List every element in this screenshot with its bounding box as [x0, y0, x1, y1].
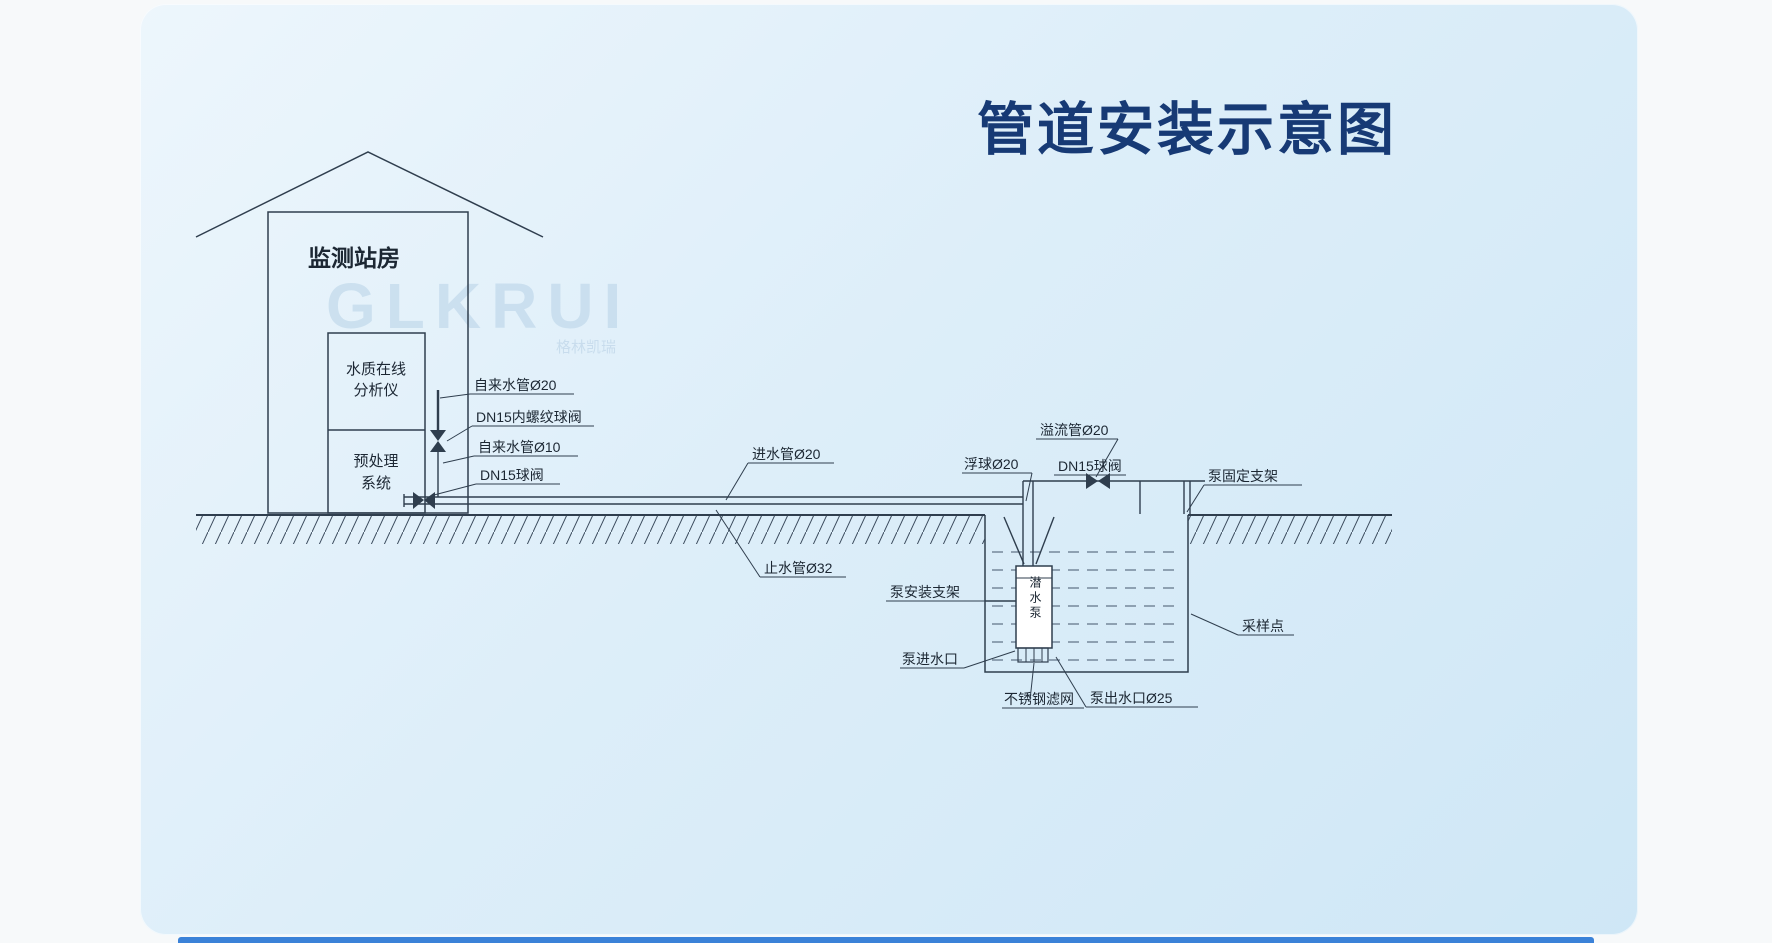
- valve-symbols: [413, 430, 1110, 509]
- diagram-panel: [140, 4, 1638, 935]
- dn15-ball-valve-icon: [413, 492, 424, 509]
- label-sampling-point: 采样点: [1242, 618, 1284, 634]
- watermark-subtext: 格林凯瑞: [556, 339, 616, 356]
- structure-lines: [195, 151, 1392, 673]
- analyzer-label-line1: 水质在线: [346, 361, 406, 378]
- analyzer-label-line2: 分析仪: [353, 382, 398, 399]
- label-tap-water-20: 自来水管Ø20: [474, 377, 557, 393]
- dn15-ball-valve-icon: [424, 492, 435, 509]
- pump-body: [1015, 565, 1053, 649]
- ground-hatch-right: [1188, 516, 1392, 544]
- pit-outline: [984, 515, 1189, 673]
- watermark-logo: GLKRUI: [326, 270, 631, 342]
- label-inlet-pipe-20: 进水管Ø20: [752, 446, 821, 462]
- submersible-pump: [1015, 565, 1053, 663]
- pipe-lines: [403, 390, 1205, 602]
- overflow-ball-valve-icon: [1098, 473, 1110, 489]
- pretreatment-label-line2: 系统: [361, 475, 391, 492]
- water-lines: [992, 551, 1182, 661]
- label-tap-water-10: 自来水管Ø10: [478, 439, 561, 455]
- label-float-20: 浮球Ø20: [964, 456, 1019, 472]
- label-pump-inlet: 泵进水口: [902, 651, 958, 667]
- ground-hatch-left: [196, 516, 985, 544]
- label-dn15-threaded-ball-valve: DN15内螺纹球阀: [476, 409, 582, 425]
- roof-line: [195, 151, 544, 238]
- page-title: 管道安装示意图: [977, 98, 1397, 162]
- label-stop-pipe-32: 止水管Ø32: [764, 560, 833, 576]
- house-label: 监测站房: [308, 245, 400, 271]
- label-pump-mount-bracket: 泵安装支架: [890, 584, 960, 600]
- equipment-cabinet: [327, 332, 426, 514]
- filter-screen: [1017, 647, 1049, 663]
- label-overflow-pipe-20: 溢流管Ø20: [1040, 422, 1109, 438]
- label-stainless-filter: 不锈钢滤网: [1004, 691, 1074, 707]
- label-dn15-ball-valve: DN15球阀: [480, 467, 544, 483]
- threaded-ball-valve-icon: [430, 430, 446, 441]
- label-pump-fixed-bracket: 泵固定支架: [1208, 468, 1278, 484]
- pretreatment-label-line1: 预处理: [353, 453, 398, 470]
- threaded-ball-valve-icon: [430, 441, 446, 452]
- leader-lines: [433, 393, 1302, 709]
- label-dn15-ball-valve-2: DN15球阀: [1058, 458, 1122, 474]
- bottom-accent-bar: [178, 937, 1594, 943]
- pump-mount-diagonal-2: [1035, 516, 1055, 565]
- pump-mount-diagonal-1: [1003, 516, 1025, 565]
- pump-label: 潜水泵: [1028, 576, 1042, 621]
- label-pump-outlet-25: 泵出水口Ø25: [1090, 690, 1173, 706]
